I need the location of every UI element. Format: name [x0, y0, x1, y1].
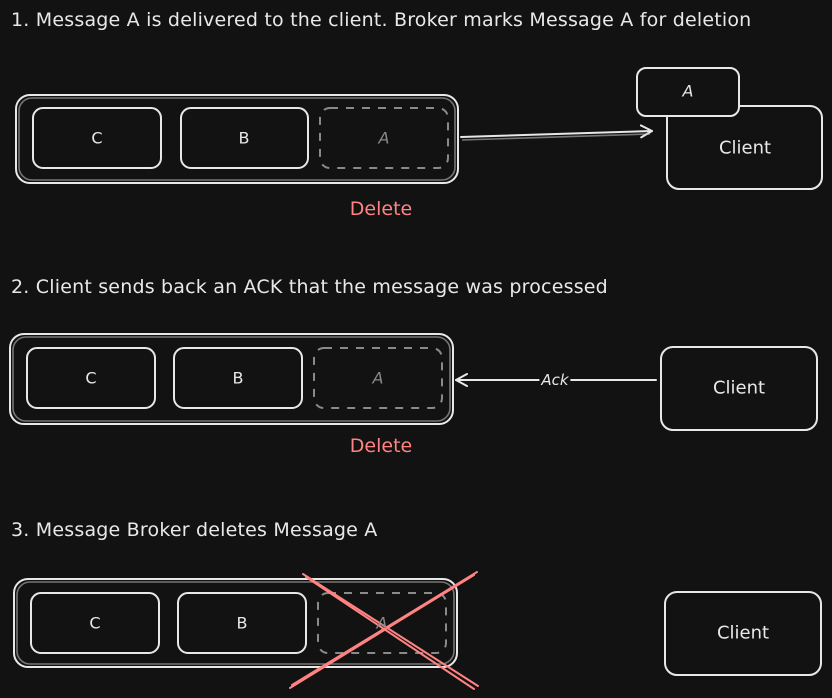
- step3-queue-group: [13, 578, 458, 668]
- step1-deliver-arrow: [460, 124, 653, 139]
- step1-message-b-box: [180, 107, 309, 169]
- step1-queue-group: [15, 94, 459, 184]
- step3-client-box: [664, 591, 822, 676]
- step3-heading: 3. Message Broker deletes Message A: [11, 519, 378, 541]
- step3-message-c-box: [30, 592, 160, 654]
- step2-client-box: [660, 346, 818, 431]
- step2-message-a-box: [313, 347, 443, 409]
- step3-client-label: Client: [716, 622, 770, 644]
- step1-message-c-label: C: [91, 128, 103, 148]
- step2-queue-group: [9, 333, 454, 425]
- step1-delete-label: Delete: [349, 198, 413, 220]
- step1-message-c-box: [32, 107, 162, 169]
- step2-queue-container: [9, 333, 454, 425]
- step3-message-a-label: A: [376, 613, 388, 633]
- step3-message-c-label: C: [89, 613, 101, 633]
- step2-message-c-box: [26, 347, 156, 409]
- step1-heading: 1. Message A is delivered to the client.…: [11, 9, 752, 31]
- step1-client-box: [666, 105, 823, 190]
- step3-delete-cross-mark: [289, 571, 479, 690]
- step2-heading: 2. Client sends back an ACK that the mes…: [11, 276, 608, 298]
- step2-message-b-label: B: [232, 368, 244, 388]
- step3-queue-container: [13, 578, 458, 668]
- step2-message-c-label: C: [85, 368, 97, 388]
- step3-message-b-label: B: [236, 613, 248, 633]
- step1-message-a-box: [319, 107, 449, 169]
- step1-message-b-label: B: [238, 128, 250, 148]
- step2-delete-label: Delete: [349, 435, 413, 457]
- step2-client-label: Client: [712, 377, 766, 399]
- step2-message-b-box: [173, 347, 303, 409]
- step1-message-a-label: A: [378, 128, 390, 148]
- step1-queue-container: [15, 94, 459, 184]
- step2-ack-label: Ack: [539, 371, 571, 389]
- step1-delivered-message-label: A: [682, 81, 694, 101]
- step3-message-a-box: [317, 592, 447, 654]
- step2-message-a-label: A: [372, 368, 384, 388]
- step1-delivered-message-box: [636, 67, 740, 117]
- step3-message-b-box: [177, 592, 307, 654]
- step1-client-label: Client: [718, 137, 772, 159]
